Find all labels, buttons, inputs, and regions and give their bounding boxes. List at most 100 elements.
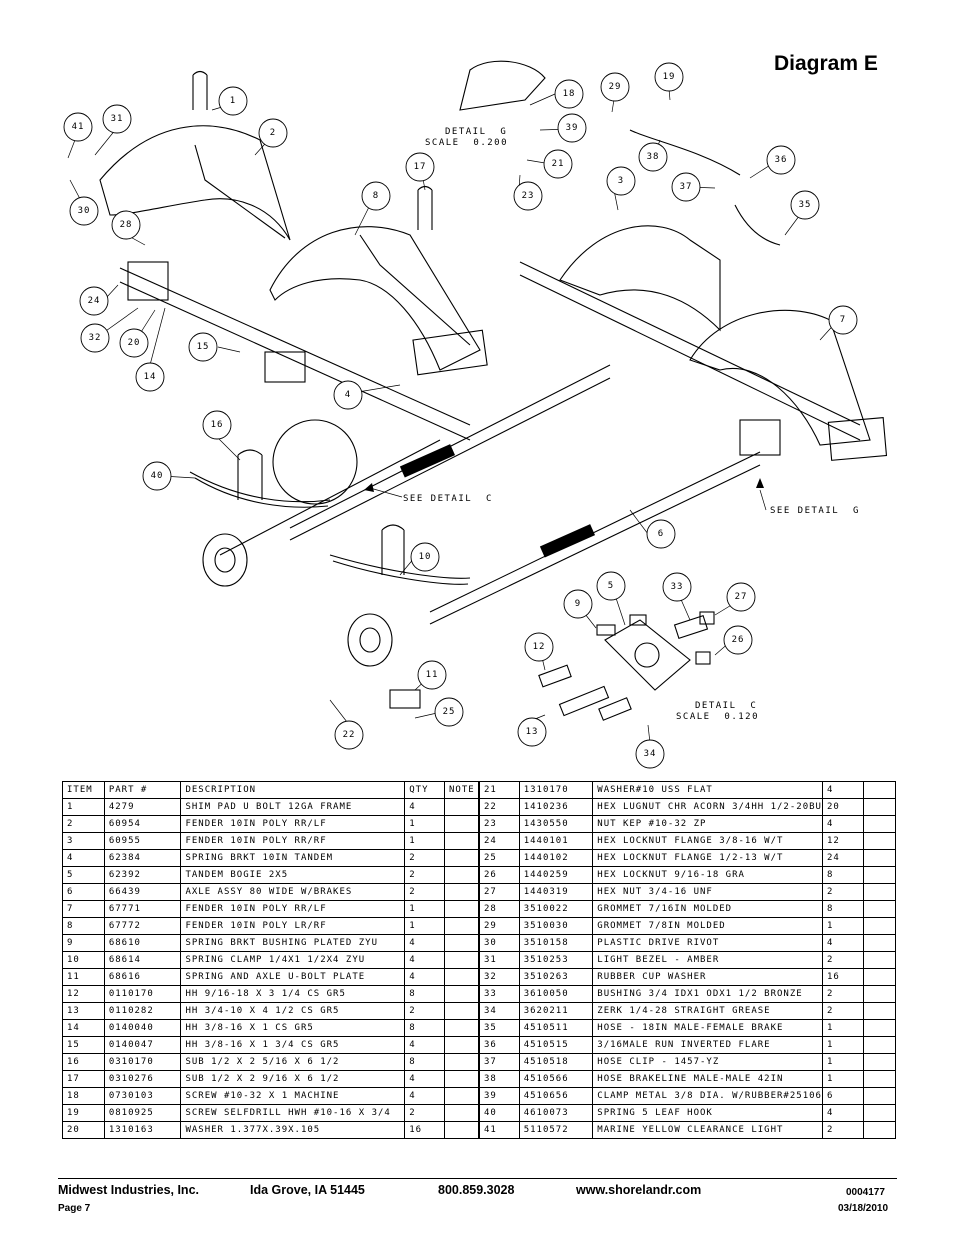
part-cell: 4510656 [518, 1087, 594, 1105]
description-cell: FENDER 10IN POLY RR/LF [180, 815, 406, 833]
item-cell: 7 [62, 900, 105, 918]
note-cell [444, 1087, 479, 1105]
description-cell: GROMMET 7/8IN MOLDED [592, 917, 823, 935]
item-cell: 31 [479, 951, 520, 969]
footer-page: Page 7 [58, 1203, 91, 1214]
callout-9: 9 [575, 599, 581, 609]
note-cell [444, 900, 479, 918]
note-cell [862, 900, 897, 918]
part-cell: 1440102 [518, 849, 594, 867]
qty-cell: 8 [404, 1019, 445, 1037]
qty-cell: 1 [404, 832, 445, 850]
part-cell: 1440101 [518, 832, 594, 850]
description-cell: HH 3/8-16 X 1 3/4 CS GR5 [180, 1036, 406, 1054]
description-cell: FENDER 10IN POLY RR/LF [180, 900, 406, 918]
note-cell [862, 1036, 897, 1054]
note-cell [444, 1036, 479, 1054]
qty-cell: 1 [821, 1053, 864, 1071]
qty-cell: 24 [821, 849, 864, 867]
item-cell: 19 [62, 1104, 105, 1122]
item-cell: 5 [62, 866, 105, 884]
note-cell [444, 815, 479, 833]
note-cell [444, 798, 479, 816]
qty-cell: 4 [404, 798, 445, 816]
table-header-row: ITEM PART # DESCRIPTION QTY NOTE [62, 781, 479, 799]
note-cell [862, 1104, 897, 1122]
callout-22: 22 [343, 730, 356, 740]
description-cell: BUSHING 3/4 IDX1 ODX1 1/2 BRONZE [592, 985, 823, 1003]
note-cell [444, 1104, 479, 1122]
part-cell: 3510158 [518, 934, 594, 952]
qty-cell: 2 [404, 849, 445, 867]
note-cell [862, 934, 897, 952]
callout-19: 19 [663, 72, 676, 82]
qty-cell: 8 [821, 866, 864, 884]
item-cell: 8 [62, 917, 105, 935]
part-cell: 3510263 [518, 968, 594, 986]
callout-1: 1 [230, 96, 236, 106]
footer-city: Ida Grove, IA 51445 [250, 1183, 365, 1197]
callout-7: 7 [840, 315, 846, 325]
footer-company: Midwest Industries, Inc. [58, 1183, 199, 1197]
item-cell: 18 [62, 1087, 105, 1105]
item-cell: 2 [62, 815, 105, 833]
part-cell: 0110170 [103, 985, 182, 1003]
qty-cell: 4 [404, 934, 445, 952]
col-part: PART # [103, 781, 182, 799]
note-cell [444, 951, 479, 969]
callout-20: 20 [128, 338, 141, 348]
qty-cell: 1 [404, 815, 445, 833]
qty-cell: 2 [821, 883, 864, 901]
note-cell [862, 849, 897, 867]
description-cell: RUBBER CUP WASHER [592, 968, 823, 986]
callout-18: 18 [563, 89, 576, 99]
item-cell: 3 [62, 832, 105, 850]
description-cell: 3/16MALE RUN INVERTED FLARE [592, 1036, 823, 1054]
footer-doc-number: 0004177 [846, 1187, 885, 1198]
note-cell [862, 832, 897, 850]
item-cell: 27 [479, 883, 520, 901]
item-cell: 41 [479, 1121, 520, 1139]
callout-27: 27 [735, 592, 748, 602]
qty-cell: 16 [821, 968, 864, 986]
note-cell [862, 968, 897, 986]
callout-2: 2 [270, 128, 276, 138]
note-cell [444, 968, 479, 986]
callout-29: 29 [609, 82, 622, 92]
qty-cell: 2 [821, 1121, 864, 1139]
part-cell: 68614 [103, 951, 182, 969]
item-cell: 21 [479, 781, 520, 799]
description-cell: MARINE YELLOW CLEARANCE LIGHT [592, 1121, 823, 1139]
item-cell: 14 [62, 1019, 105, 1037]
callout-30: 30 [78, 206, 91, 216]
item-cell: 34 [479, 1002, 520, 1020]
qty-cell: 12 [821, 832, 864, 850]
part-cell: 5110572 [518, 1121, 594, 1139]
part-cell: 0810925 [103, 1104, 182, 1122]
note-cell [862, 1087, 897, 1105]
callout-32: 32 [89, 333, 102, 343]
note-cell [862, 866, 897, 884]
description-cell: HEX LOCKNUT FLANGE 1/2-13 W/T [592, 849, 823, 867]
callout-35: 35 [799, 200, 812, 210]
description-cell: LIGHT BEZEL - AMBER [592, 951, 823, 969]
item-cell: 10 [62, 951, 105, 969]
part-cell: 4510518 [518, 1053, 594, 1071]
callout-28: 28 [120, 220, 133, 230]
description-cell: HOSE - 18IN MALE-FEMALE BRAKE [592, 1019, 823, 1037]
note-cell [862, 951, 897, 969]
qty-cell: 2 [404, 866, 445, 884]
item-cell: 12 [62, 985, 105, 1003]
